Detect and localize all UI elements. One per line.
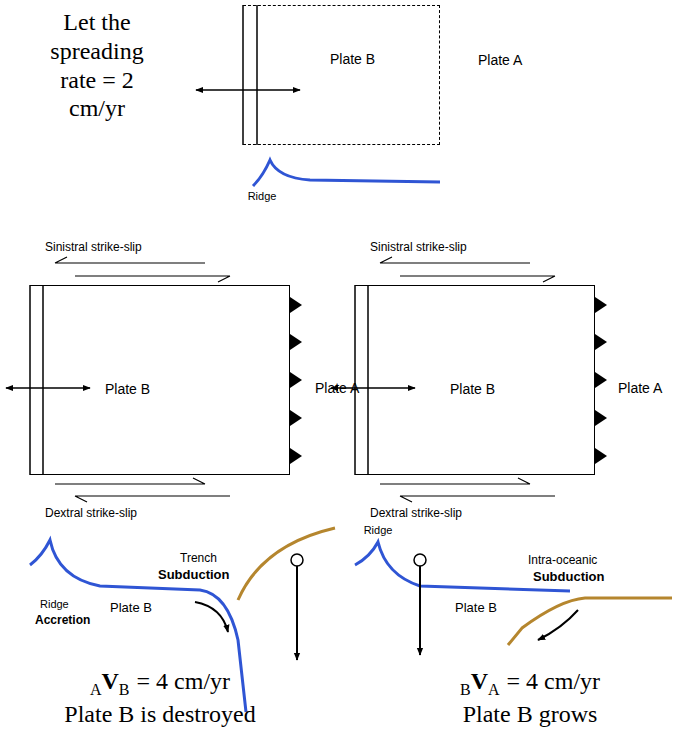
ridge-profile (253, 160, 440, 186)
plate-label: Plate B (110, 600, 152, 616)
subduction-tooth (595, 334, 607, 350)
subduction-tooth (290, 372, 302, 388)
half-arrow (380, 257, 530, 263)
subduction-tooth (290, 334, 302, 350)
plate-label: Plate A (478, 52, 522, 69)
subduction-tooth (595, 410, 607, 426)
ridge-line (367, 285, 369, 475)
half-arrow (400, 496, 555, 502)
subduction-tooth (290, 448, 302, 464)
pole-circle (291, 554, 303, 566)
subduction-tooth (290, 297, 302, 313)
ridge-line (256, 5, 258, 145)
velocity-expression: AVB= 4 cm/yr (90, 668, 230, 695)
plate-label: Plate A (618, 380, 662, 397)
plate-label: Plate B (455, 600, 497, 616)
fault-label: Dextral strike-slip (370, 506, 462, 520)
velocity-arrow (419, 566, 421, 655)
ridge-label: Ridge (40, 598, 69, 611)
process-label: Accretion (35, 613, 90, 627)
velocity-symbol: V (102, 668, 119, 695)
spreading-arrow (196, 89, 300, 90)
half-arrow (75, 276, 230, 282)
half-arrow (75, 496, 230, 502)
half-arrow (400, 276, 555, 282)
plate-name: Plate B (330, 51, 375, 68)
rate-note: Let the spreading rate = 2 cm/yr (37, 8, 157, 123)
subduction-tooth (595, 297, 607, 313)
fault-label: Dextral strike-slip (45, 506, 137, 520)
fault-label: Sinistral strike-slip (45, 240, 142, 254)
velocity-symbol: V (471, 668, 488, 695)
spreading-arrow (6, 387, 90, 388)
plate-b-profile (30, 540, 246, 712)
process-label: Trench (180, 551, 217, 565)
subscript: A (488, 681, 500, 699)
plate-name: Plate B (450, 381, 495, 398)
subscript: B (119, 681, 130, 699)
plate-box: Plate B (30, 285, 290, 475)
overriding-plate (238, 528, 335, 600)
outcome-text: Plate B is destroyed (64, 700, 255, 729)
ridge-label: Ridge (364, 524, 393, 537)
outcome-text: Plate B grows (463, 700, 598, 729)
velocity-value: = 4 cm/yr (507, 668, 601, 695)
subduction-teeth (290, 297, 302, 464)
velocity-expression: BVA= 4 cm/yr (460, 668, 600, 695)
pole-circle (414, 554, 426, 566)
subduction-teeth (595, 297, 607, 464)
subducting-plate (508, 598, 672, 645)
process-label: Subduction (533, 569, 605, 585)
subscript: B (460, 681, 471, 699)
motion-arrow (538, 610, 578, 640)
plate-name: Plate B (105, 381, 150, 398)
velocity-arrow (296, 566, 298, 660)
plate-box: Plate B (243, 5, 440, 145)
subduction-tooth (595, 448, 607, 464)
half-arrow (55, 478, 205, 484)
plate-label: Plate A (315, 380, 359, 397)
subduction-tooth (595, 372, 607, 388)
process-label: Intra-oceanic (528, 553, 597, 567)
subduction-tooth (290, 410, 302, 426)
ridge-line (42, 285, 44, 475)
motion-arrow (195, 602, 228, 632)
process-label: Subduction (158, 567, 230, 583)
subscript: A (90, 681, 102, 699)
plate-box: Plate B (355, 285, 595, 475)
velocity-value: = 4 cm/yr (137, 668, 231, 695)
ridge-label: Ridge (248, 190, 277, 203)
half-arrow (55, 257, 205, 263)
fault-label: Sinistral strike-slip (370, 240, 467, 254)
half-arrow (380, 478, 530, 484)
